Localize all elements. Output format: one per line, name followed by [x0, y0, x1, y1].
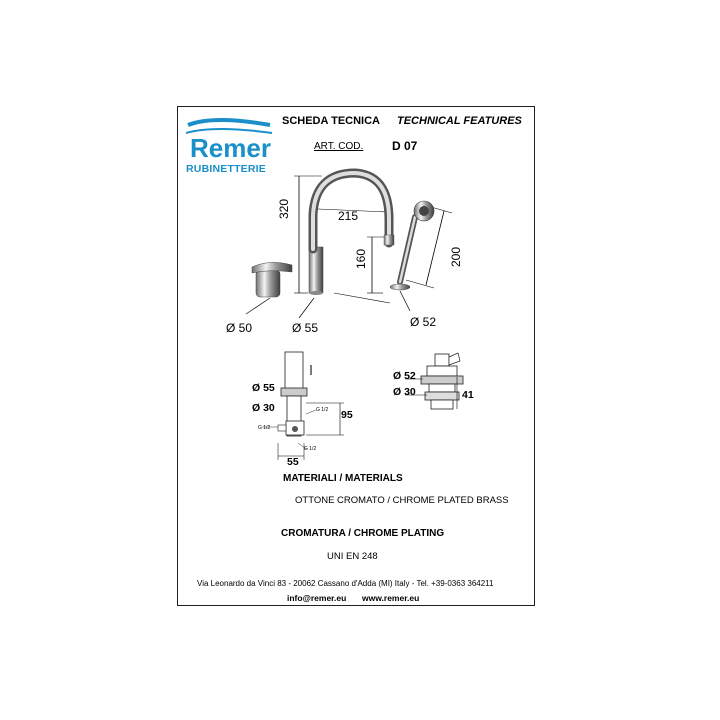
title-italian: SCHEDA TECNICA	[282, 115, 380, 127]
art-code-value: D 07	[392, 139, 418, 153]
dim-diameter-55: Ø 55	[292, 321, 319, 335]
footer-website: www.remer.eu	[362, 593, 420, 603]
logo-subtitle: RUBINETTERIE	[186, 163, 266, 175]
detail-left-diameter-55: Ø 55	[252, 382, 275, 394]
detail-left-diameter-30: Ø 30	[252, 402, 275, 414]
technical-sheet: Remer RUBINETTERIE SCHEDA TECNICA TECHNI…	[177, 106, 535, 606]
materials-heading: MATERIALI / MATERIALS	[283, 473, 403, 484]
dim-diameter-50: Ø 50	[226, 321, 253, 335]
dim-shower-200: 200	[449, 246, 463, 267]
plating-heading: CROMATURA / CHROME PLATING	[281, 528, 445, 539]
dim-spout-215: 215	[338, 209, 359, 223]
title-english: TECHNICAL FEATURES	[397, 115, 522, 127]
remer-logo: Remer RUBINETTERIE	[184, 117, 276, 175]
detail-left-thread-c: G 1/2	[304, 446, 317, 452]
art-code-label: ART. COD.	[314, 141, 364, 152]
footer-address: Via Leonardo da Vinci 83 - 20062 Cassano…	[197, 579, 494, 588]
dim-height-320: 320	[277, 198, 291, 219]
product-drawing	[245, 168, 464, 460]
detail-right-diameter-52: Ø 52	[393, 370, 416, 382]
detail-left-width-55: 55	[287, 456, 299, 468]
dim-height-160: 160	[354, 248, 368, 269]
logo-mark-icon: Remer	[185, 118, 273, 163]
detail-left-thread-b: G 1/2	[316, 407, 329, 413]
detail-right-diameter-30: Ø 30	[393, 386, 416, 398]
footer-email: info@remer.eu	[287, 593, 347, 603]
plating-value: UNI EN 248	[327, 551, 378, 562]
detail-left-height-95: 95	[341, 409, 353, 421]
detail-left-thread-a: G 1/2	[258, 425, 271, 431]
dim-diameter-52: Ø 52	[410, 315, 437, 329]
logo-wordmark: Remer	[190, 133, 271, 163]
detail-right-height-41: 41	[462, 389, 474, 401]
materials-value: OTTONE CROMATO / CHROME PLATED BRASS	[295, 495, 509, 506]
